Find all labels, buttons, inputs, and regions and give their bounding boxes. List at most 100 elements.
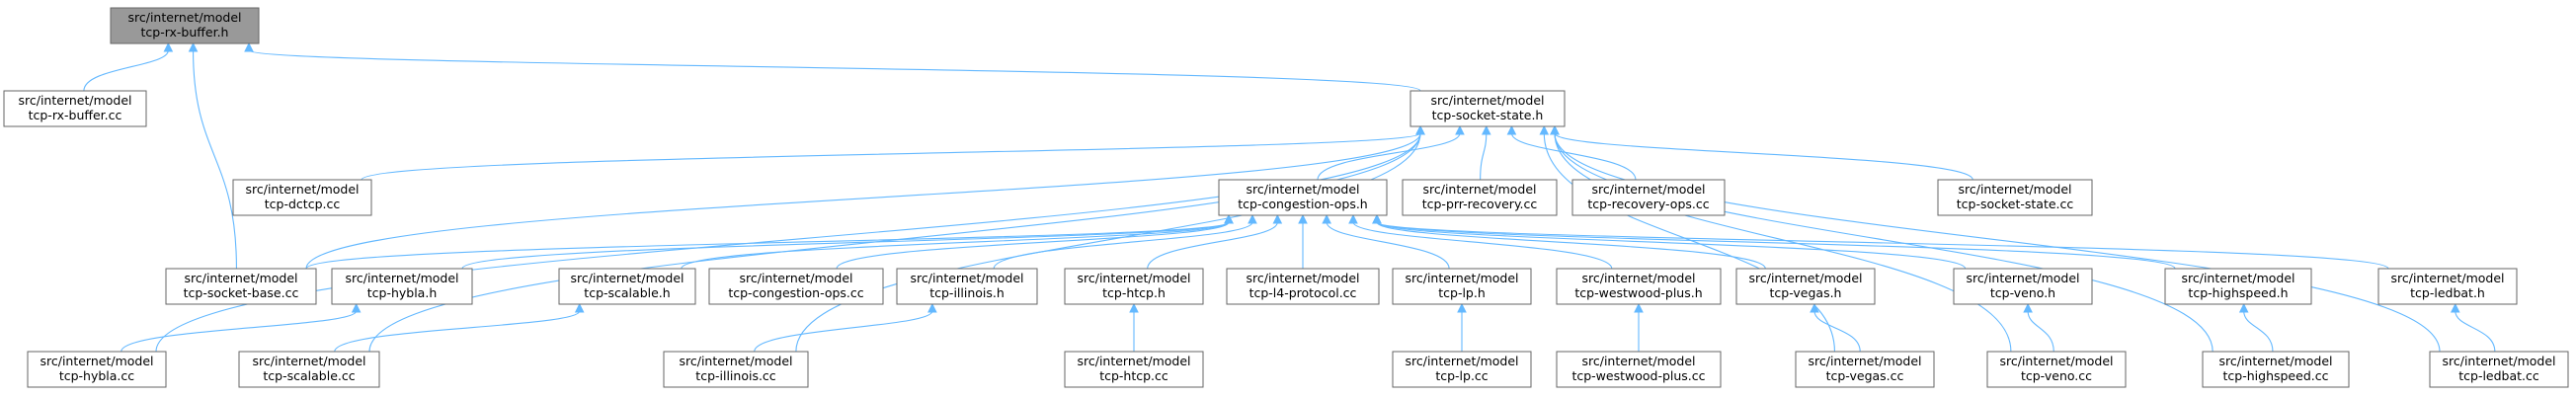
node-file-label: tcp-recovery-ops.cc [1587,197,1709,211]
edge-line [836,221,1230,270]
node-path-label: src/internet/model [184,271,297,285]
arrow-head [1129,302,1139,313]
node-file-label: tcp-prr-recovery.cc [1422,197,1538,211]
node-path-label: src/internet/model [1405,354,1518,368]
edge-coh-to-hsh [1372,213,2176,270]
node-box [331,268,473,305]
node-file-label: tcp-htcp.cc [1099,368,1168,383]
node-path-label: src/internet/model [1591,182,1705,197]
edge-line [1376,221,1967,270]
node-file-label: tcp-westwood-plus.h [1574,285,1702,300]
node-box [1064,268,1204,305]
node-path-label: src/internet/model [1808,354,1921,368]
node-path-label: src/internet/model [1581,271,1695,285]
node-path-label: src/internet/model [1966,271,2079,285]
node-box [2377,268,2518,305]
arrow-head [1372,213,1382,224]
arrow-head [2238,302,2249,313]
arrow-head [1322,213,1331,224]
node-file-label: tcp-rx-buffer.cc [29,108,122,122]
arrow-head [2450,302,2460,313]
node-file-label: tcp-dctcp.cc [265,197,341,211]
edge-ssh-to-recops [1506,124,1637,181]
node-file-label: tcp-vegas.h [1770,285,1842,300]
edge-line [1480,132,1488,181]
arrow-head [244,41,254,52]
edge-line [155,132,1421,353]
node-file-label: tcp-ledbat.cc [2458,368,2539,383]
node-file-label: tcp-highspeed.cc [2223,368,2329,383]
edge-coh-to-venoh [1372,213,1967,270]
node-path-label: src/internet/model [570,271,684,285]
node-box [1556,351,1722,388]
node-file-label: tcp-hybla.h [367,285,438,300]
arrow-head [351,302,362,313]
edge-wwph-to-wwpcc [1634,302,1644,352]
edge-line [2455,310,2496,353]
node-file-label: tcp-ledbat.h [2410,285,2485,300]
edge-coh-to-cocc [836,213,1234,270]
edge-line [461,221,1230,270]
node-file-label: tcp-lp.cc [1435,368,1488,383]
node-path-label: src/internet/model [40,354,153,368]
edge-hyblah-to-hyblacc [121,302,362,353]
node-path-label: src/internet/model [1405,271,1518,285]
edge-line [1813,310,1861,353]
arrow-head [927,302,937,313]
edge-line [1554,132,1973,181]
node-path-label: src/internet/model [1999,354,2113,368]
node-box [1064,351,1204,388]
arrow-head [1248,213,1257,224]
arrow-head [1481,124,1491,135]
node-box [1392,351,1532,388]
edge-ssh-to-coh [1317,124,1465,181]
node-path-label: src/internet/model [127,10,241,25]
edge-rxh-to-rxcc [83,41,174,92]
node-box [2202,351,2350,388]
node-box [896,268,1038,305]
node-box [1986,351,2127,388]
edge-line [754,310,933,353]
node-path-label: src/internet/model [679,354,792,368]
node-file-label: tcp-socket-state.h [1432,108,1544,122]
edge-ssh-to-illcc [795,124,1425,353]
node-box [1937,179,2093,216]
edge-ledh-to-ledcc [2450,302,2496,353]
node-path-label: src/internet/model [18,93,131,108]
node-box [558,268,696,305]
node-file-label: tcp-illinois.h [929,285,1005,300]
edge-line [1554,132,2012,353]
node-box [1571,179,1726,216]
